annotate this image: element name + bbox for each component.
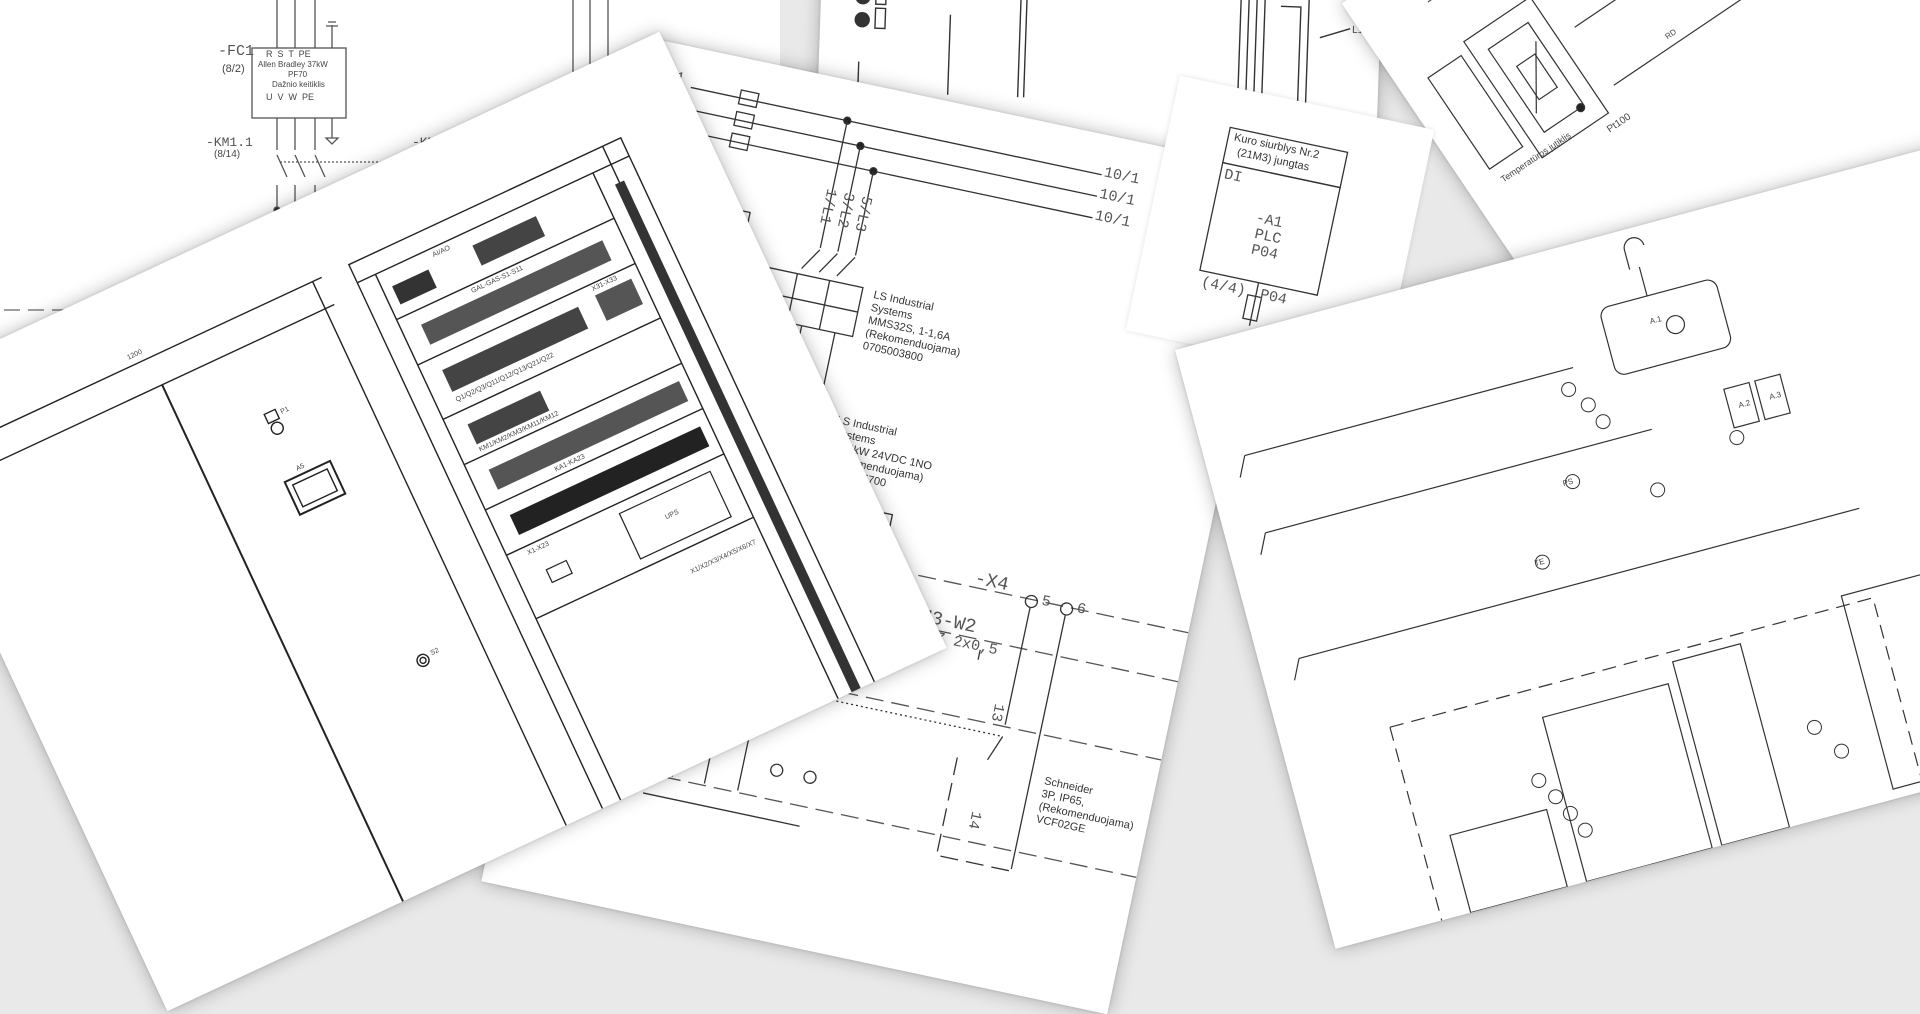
km1-1-ref: (8/14) <box>214 149 241 160</box>
fc1-line2: PF70 <box>288 70 308 79</box>
contact-13: 13 <box>986 702 1008 724</box>
fc1-outputs: U V W PE <box>266 92 315 102</box>
sheet-plc: Kuro siurblys Nr.2 (21M3) jungtas DI -A1… <box>1125 75 1435 385</box>
km1-1-tag: -KM1.1 <box>206 135 253 150</box>
fc1-ref: (8/2) <box>222 63 245 75</box>
fc1-tag: -FC1 <box>218 43 255 60</box>
svg-text:L1: L1 <box>1352 25 1364 36</box>
sheet-panel-layout: 1200 P1 A5 S2 AI/AO GAL-GAS-S1-S11 Q1/Q2… <box>0 31 947 1012</box>
plc-drawing <box>1199 126 1349 326</box>
fc1-line1: Allen Bradley 37kW <box>258 60 328 69</box>
temperature-sensor-drawing <box>1427 0 1920 170</box>
panel-layout-drawing <box>0 136 884 902</box>
sheet-temperature-sensor: -TE3.3 Temperatūros jutiklis Pt100 -3.3-… <box>1341 0 1920 394</box>
plc-io: DI <box>1222 166 1244 187</box>
fc1-line3: Dažnio keitiklis <box>272 80 325 89</box>
fc1-inputs: R S T PE <box>266 49 311 59</box>
